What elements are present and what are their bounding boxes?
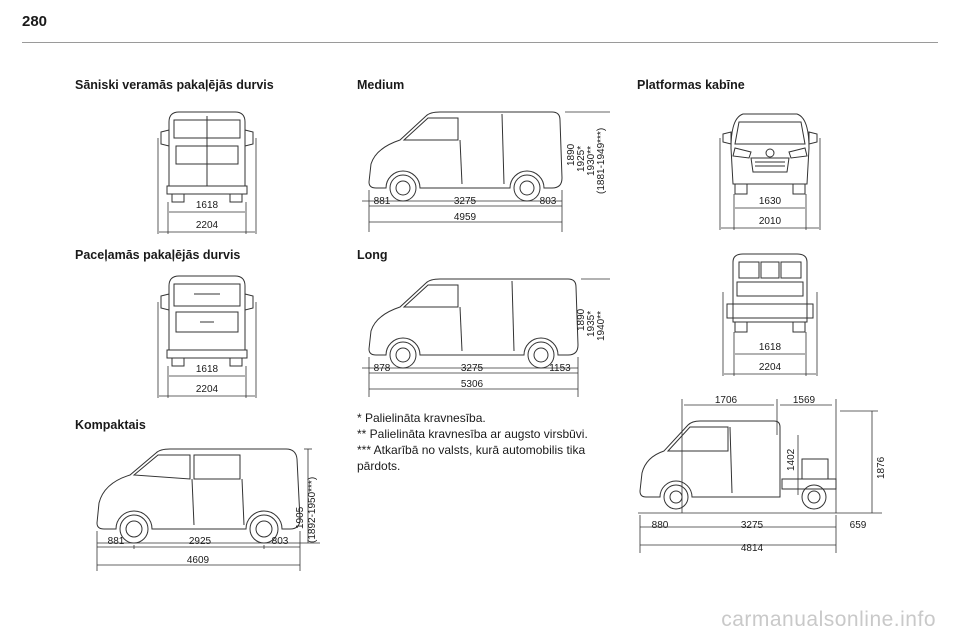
front-overhang-label: 881 [374,196,391,207]
footnote-4: pārdots. [357,459,401,473]
front-overhang-label: 881 [108,536,125,547]
track-label: 1618 [196,364,219,375]
side-view-compact-figure: 881 2925 803 4609 1905 (1892-1950***) [96,448,320,571]
total-height-label: 1876 [876,456,887,479]
height-label-2: 1925* [576,146,587,172]
height-label-3: 1930** [586,146,597,176]
heading-side-doors: Sāniski veramās pakaļējās durvis [75,78,274,92]
front-overhang-label: 878 [374,363,391,374]
rear-overhang-label: 1153 [549,363,571,374]
footnote-2: ** Palielināta kravnesība ar augsto virs… [357,427,588,441]
footnote-1: * Palielināta kravnesība. [357,411,486,425]
wheelbase-label: 3275 [741,520,764,531]
rear-overhang-label: 803 [540,196,557,207]
side-view-medium-figure: 881 3275 803 4959 1890 1925* 1930** (188… [362,111,610,232]
front-overhang-label: 880 [652,520,669,531]
width-label: 2204 [196,220,219,231]
wheelbase-label: 3275 [461,363,484,374]
height-label-4: (1881-1949***) [596,128,607,194]
length-label: 4959 [454,212,477,223]
length-label: 4609 [187,555,210,566]
side-view-long-figure: 878 3275 1153 5306 1890 1935* 1940** [362,278,610,397]
header-rule [22,42,938,43]
track-label: 1618 [759,342,782,353]
track-label: 1618 [196,200,219,211]
heading-medium: Medium [357,78,405,92]
height-label-3: 1940** [596,311,607,341]
platform-front-view-figure: 1630 2010 [719,113,821,230]
page-number: 280 [22,13,48,30]
watermark: carmanualsonline.info [721,608,936,631]
height-range-label: (1892-1950***) [307,477,318,543]
platform-rear-view-figure: 1618 2204 [722,253,818,376]
footnotes: * Palielināta kravnesība. ** Palielināta… [357,410,617,474]
length-label: 4814 [741,543,764,554]
length-label: 5306 [461,379,484,390]
cab-length-label: 1706 [715,395,738,406]
rear-view-side-doors-figure: 1618 2204 [157,111,257,234]
heading-platform: Platformas kabīne [637,78,745,92]
width-label: 2204 [759,362,782,373]
heading-tailgate: Paceļamās pakaļējās durvis [75,248,241,262]
height-label-2: 1935* [586,311,597,337]
wheelbase-label: 3275 [454,196,477,207]
heading-long: Long [357,248,388,262]
heading-compact: Kompaktais [75,418,146,432]
footnote-3: *** Atkarībā no valsts, kurā automobilis… [357,443,586,457]
deck-height-label: 1402 [786,448,797,471]
width-label: 2204 [196,384,219,395]
platform-side-view-figure: 1706 1569 1402 1876 880 3275 659 4814 [638,395,887,554]
width-label: 2010 [759,216,782,227]
track-label: 1630 [759,196,782,207]
height-label-1: 1890 [566,143,577,166]
rear-view-tailgate-figure: 1618 2204 [157,275,257,398]
rear-overhang-label: 803 [272,536,289,547]
rear-overhang-label: 659 [850,520,867,531]
height-label: 1905 [295,506,306,529]
height-label-1: 1890 [576,308,587,331]
wheelbase-label: 2925 [189,536,212,547]
deck-length-label: 1569 [793,395,816,406]
